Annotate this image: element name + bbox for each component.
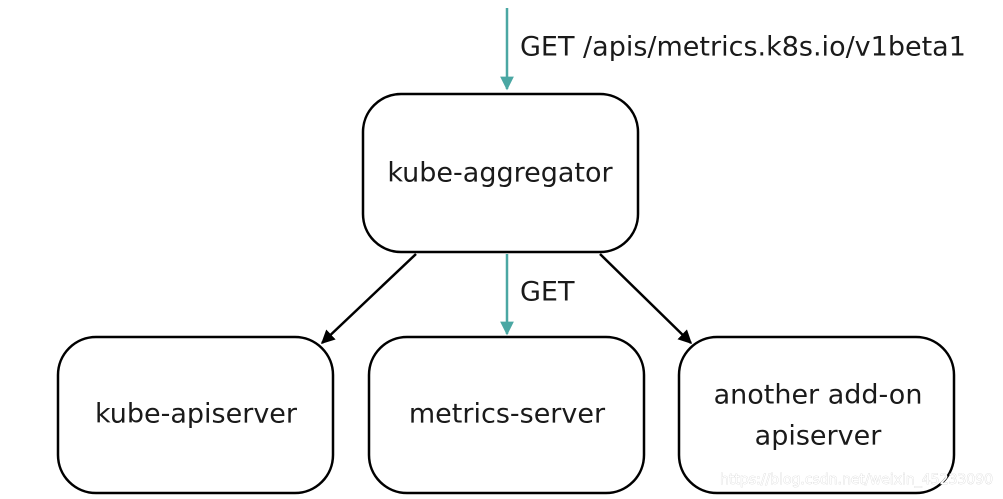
incoming-request-label: GET /apis/metrics.k8s.io/v1beta1 bbox=[520, 32, 966, 63]
addon-apiserver-box bbox=[677, 335, 956, 495]
kube-apiserver-box bbox=[56, 335, 335, 495]
edge-to-kube-apiserver bbox=[321, 253, 417, 344]
addon-apiserver-label-line2: apiserver bbox=[755, 421, 883, 452]
kube-aggregator-box bbox=[361, 92, 640, 254]
metrics-server-box bbox=[367, 335, 646, 495]
watermark-text: https://blog.csdn.net/weixin_45233090 bbox=[720, 472, 993, 488]
edge-get-label: GET bbox=[520, 277, 575, 308]
addon-apiserver-label-line1: another add-on bbox=[714, 380, 923, 411]
edge-to-addon-apiserver bbox=[599, 253, 692, 344]
kube-aggregator-label: kube-aggregator bbox=[387, 158, 613, 189]
kube-apiserver-label: kube-apiserver bbox=[95, 399, 298, 430]
metrics-server-label: metrics-server bbox=[409, 399, 606, 430]
